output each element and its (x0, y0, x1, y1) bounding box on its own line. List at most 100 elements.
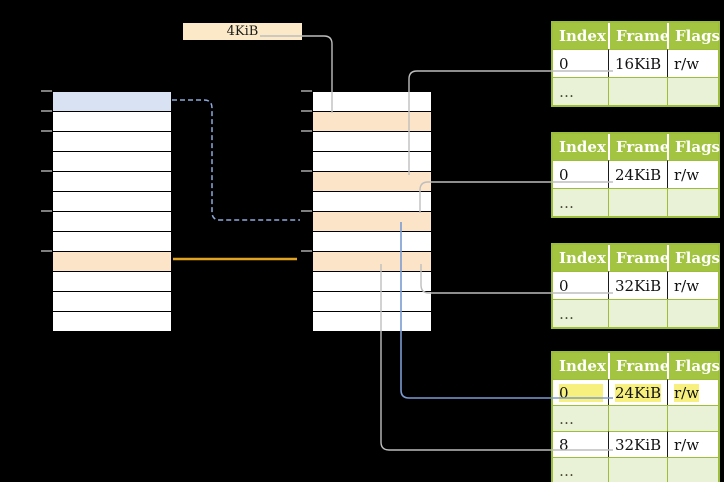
header-flags: Flags (667, 134, 720, 160)
cell-flags: r/w (667, 271, 718, 299)
cell-flags: r/w (667, 431, 718, 457)
cell-flags: r/w (667, 379, 718, 405)
cell-flags (667, 77, 718, 105)
address-tick (41, 210, 52, 212)
memory-row-white (312, 292, 432, 312)
arrow-virtual-page-to-frame-dashed (172, 99, 300, 221)
memory-row-blue (52, 92, 172, 112)
address-tick (301, 250, 312, 252)
cell-index: … (553, 77, 608, 105)
memory-row-white (312, 232, 432, 252)
highlighted-value: 0 (559, 383, 603, 402)
address-tick (41, 170, 52, 172)
header-index: Index (553, 245, 608, 271)
cell-frame: 24KiB (608, 160, 667, 188)
cell-flags (667, 457, 718, 482)
header-index: Index (553, 353, 608, 379)
cell-index: 0 (553, 379, 608, 405)
memory-row-white (312, 192, 432, 212)
table-row-dots: … (553, 457, 718, 482)
header-index: Index (553, 134, 608, 160)
physical-memory-column (312, 91, 432, 332)
memory-row-white (52, 212, 172, 232)
address-tick (41, 250, 52, 252)
cell-frame: 24KiB (608, 379, 667, 405)
cell-frame: 32KiB (608, 431, 667, 457)
memory-row-peach (312, 252, 432, 272)
cell-flags: r/w (667, 160, 718, 188)
memory-row-white (52, 272, 172, 292)
memory-row-white (52, 292, 172, 312)
header-frame: Frame (608, 245, 669, 271)
highlighted-value: 24KiB (615, 383, 662, 402)
address-tick (301, 130, 312, 132)
header-frame: Frame (608, 353, 669, 379)
cell-frame: 16KiB (608, 49, 667, 77)
header-flags: Flags (667, 353, 720, 379)
cell-frame (608, 299, 667, 327)
memory-row-white (52, 112, 172, 132)
cell-flags (667, 299, 718, 327)
cell-index: … (553, 299, 608, 327)
memory-row-white (52, 152, 172, 172)
memory-row-white (52, 232, 172, 252)
cell-frame (608, 457, 667, 482)
cell-index: … (553, 457, 608, 482)
cell-frame (608, 405, 667, 431)
memory-row-white (52, 132, 172, 152)
address-tick (41, 110, 52, 112)
memory-row-peach (312, 212, 432, 232)
virtual-memory-column (52, 91, 172, 332)
memory-row-white (312, 312, 432, 332)
header-flags: Flags (667, 245, 720, 271)
header-index: Index (553, 23, 608, 49)
address-tick (301, 210, 312, 212)
memory-row-peach (52, 252, 172, 272)
cell-index: 0 (553, 160, 608, 188)
highlighted-value: r/w (674, 383, 700, 402)
cell-frame (608, 188, 667, 216)
cell-frame: 32KiB (608, 271, 667, 299)
cell-index: 8 (553, 431, 608, 457)
address-tick (301, 110, 312, 112)
table-row-dots: … (553, 188, 718, 216)
memory-row-white (312, 132, 432, 152)
cell-flags (667, 405, 718, 431)
header-frame: Frame (608, 23, 669, 49)
address-tick (41, 130, 52, 132)
table-row-dots: … (553, 405, 718, 431)
header-frame: Frame (608, 134, 669, 160)
memory-row-white (312, 152, 432, 172)
address-tick (301, 90, 312, 92)
memory-row-white (312, 272, 432, 292)
memory-row-white (312, 92, 432, 112)
cell-flags: r/w (667, 49, 718, 77)
cell-index: 0 (553, 49, 608, 77)
address-tick (301, 170, 312, 172)
header-flags: Flags (667, 23, 720, 49)
cell-index: … (553, 188, 608, 216)
address-tick (41, 90, 52, 92)
cell-frame (608, 77, 667, 105)
memory-row-white (52, 172, 172, 192)
page-size-label: 4KiB (183, 23, 302, 40)
memory-row-peach (312, 172, 432, 192)
arrowhead-right-orange (297, 254, 311, 265)
table-row-dots: … (553, 77, 718, 105)
memory-row-white (52, 192, 172, 212)
memory-row-white (52, 312, 172, 332)
table-row-data: 0 24KiB r/w (553, 379, 718, 405)
cell-flags (667, 188, 718, 216)
